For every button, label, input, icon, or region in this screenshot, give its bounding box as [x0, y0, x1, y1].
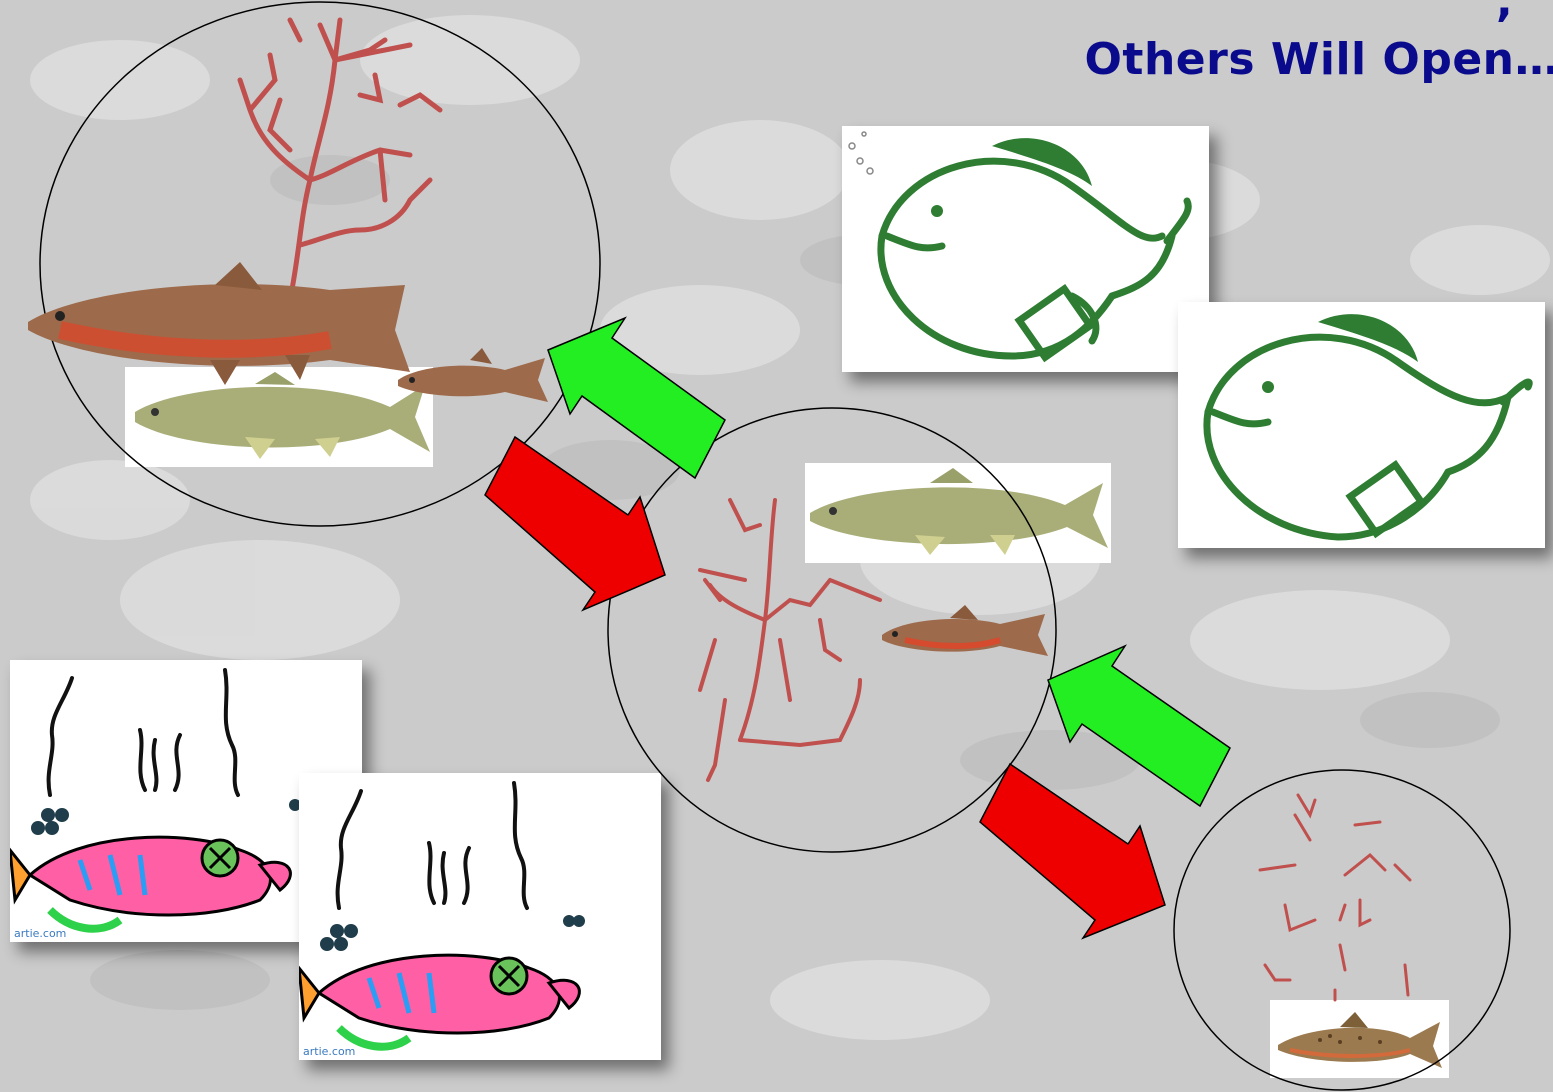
cartoon-fish-icon	[842, 126, 1209, 372]
dead-fish-card-2: artie.com	[299, 773, 661, 1060]
cartoon-fish-card-1	[842, 126, 1209, 372]
bull-trout-icon	[805, 463, 1111, 563]
bull-trout-icon	[125, 367, 433, 467]
image-credit: artie.com	[14, 927, 66, 940]
brook-trout-card	[1270, 1000, 1449, 1078]
slide-title: Others Will Open…	[1085, 34, 1553, 85]
image-credit: artie.com	[303, 1045, 355, 1058]
cartoon-fish-card-2	[1178, 302, 1545, 548]
bull-trout-card-left	[125, 367, 433, 467]
title-line1-tail: ,	[1496, 0, 1513, 27]
brook-trout-icon	[1270, 1000, 1449, 1078]
dead-fish-icon	[299, 773, 661, 1060]
bull-trout-card-center	[805, 463, 1111, 563]
cartoon-fish-icon	[1178, 302, 1545, 548]
